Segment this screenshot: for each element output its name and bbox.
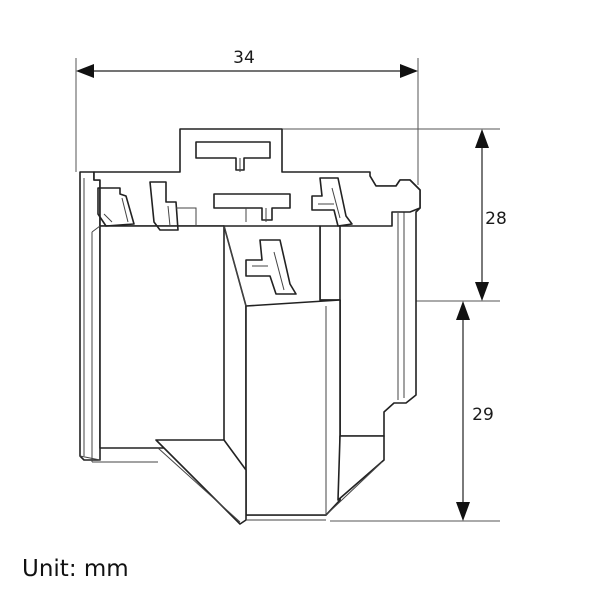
- terminal-slot-right: [311, 177, 353, 227]
- bottom-height-dimension: 29: [456, 301, 494, 521]
- terminal-slots: [97, 141, 353, 295]
- top-height-dimension: 28: [475, 129, 507, 301]
- terminal-slot-left: [149, 181, 197, 231]
- top-height-dimension-label: 28: [485, 209, 507, 229]
- terminal-slot-far-left: [97, 187, 135, 227]
- terminal-slot-top: [195, 141, 271, 172]
- terminal-slot-middle: [213, 193, 291, 222]
- unit-label: Unit: mm: [22, 556, 129, 582]
- width-dimension-label: 34: [233, 48, 255, 68]
- bottom-height-dimension-label: 29: [472, 405, 494, 425]
- socket-body: [79, 128, 421, 525]
- terminal-slot-lower: [245, 239, 297, 295]
- width-dimension: 34: [76, 48, 418, 78]
